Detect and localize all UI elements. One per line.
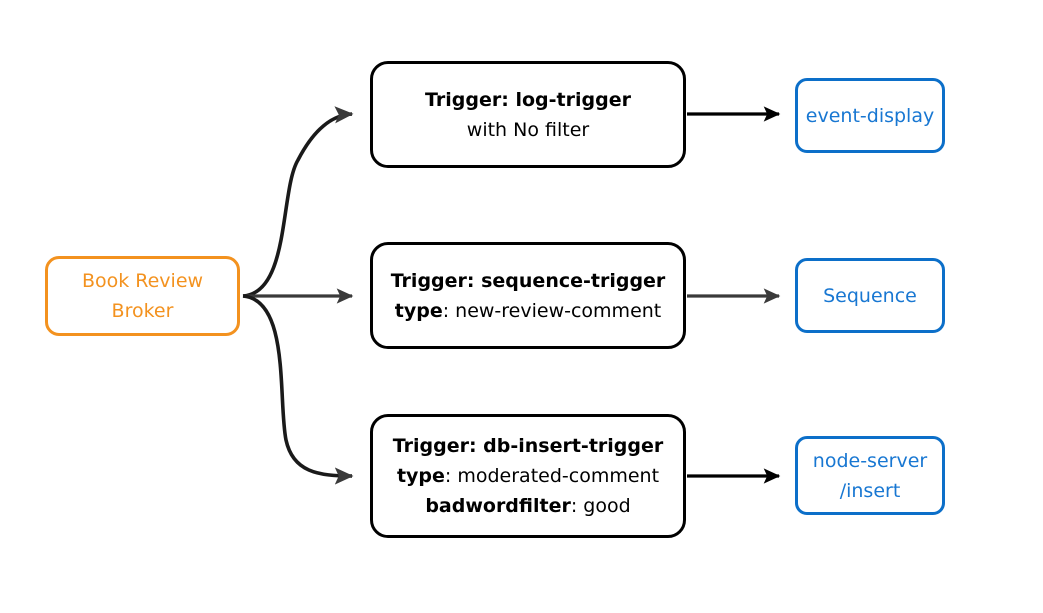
sequence-trigger-line-1: Trigger: sequence-trigger	[391, 266, 666, 296]
node-trigger-log-trigger[interactable]: Trigger: log-trigger with No filter	[370, 61, 686, 168]
node-server-label-line-1: node-server	[812, 449, 928, 472]
log-trigger-line-2-value: with No filter	[466, 118, 590, 141]
broker-label-line-2: Broker	[111, 300, 174, 322]
event-display-label: event-display	[805, 104, 935, 127]
db-insert-trigger-line-3: badwordfilter: good	[425, 491, 630, 521]
node-target-node-server-insert[interactable]: node-server /insert	[795, 436, 945, 515]
connector-broker-to-log-trigger	[242, 106, 354, 298]
db-insert-trigger-line-2-value: : moderated-comment	[444, 465, 660, 487]
log-trigger-line-1: Trigger: log-trigger	[425, 85, 631, 115]
sequence-trigger-line-2-value: : new-review-comment	[442, 299, 662, 322]
sequence-label: Sequence	[823, 284, 917, 307]
db-insert-trigger-line-2: type: moderated-comment	[397, 461, 659, 491]
node-target-sequence[interactable]: Sequence	[795, 258, 945, 333]
node-target-event-display[interactable]: event-display	[795, 78, 945, 153]
log-trigger-line-2: with No filter	[467, 115, 589, 145]
sequence-trigger-line-2: type: new-review-comment	[395, 296, 662, 326]
broker-label-line-1: Book Review	[81, 270, 204, 292]
node-trigger-db-insert-trigger[interactable]: Trigger: db-insert-trigger type: moderat…	[370, 414, 686, 538]
db-insert-trigger-line-3-key: badwordfilter	[425, 495, 571, 517]
db-insert-trigger-line-1-key: Trigger: db-insert-trigger	[392, 435, 664, 457]
sequence-trigger-line-2-key: type	[394, 299, 443, 322]
connector-broker-to-db-insert-trigger	[242, 294, 354, 485]
db-insert-trigger-line-2-key: type	[396, 465, 445, 487]
sequence-trigger-line-1-key: Trigger: sequence-trigger	[390, 269, 666, 292]
node-book-review-broker[interactable]: Book Review Broker	[45, 256, 240, 336]
db-insert-trigger-line-3-value: : good	[570, 495, 631, 517]
node-trigger-sequence-trigger[interactable]: Trigger: sequence-trigger type: new-revi…	[370, 242, 686, 349]
log-trigger-line-1-key: Trigger: log-trigger	[425, 88, 631, 111]
db-insert-trigger-line-1: Trigger: db-insert-trigger	[393, 431, 664, 461]
node-server-label-line-2: /insert	[839, 479, 901, 502]
